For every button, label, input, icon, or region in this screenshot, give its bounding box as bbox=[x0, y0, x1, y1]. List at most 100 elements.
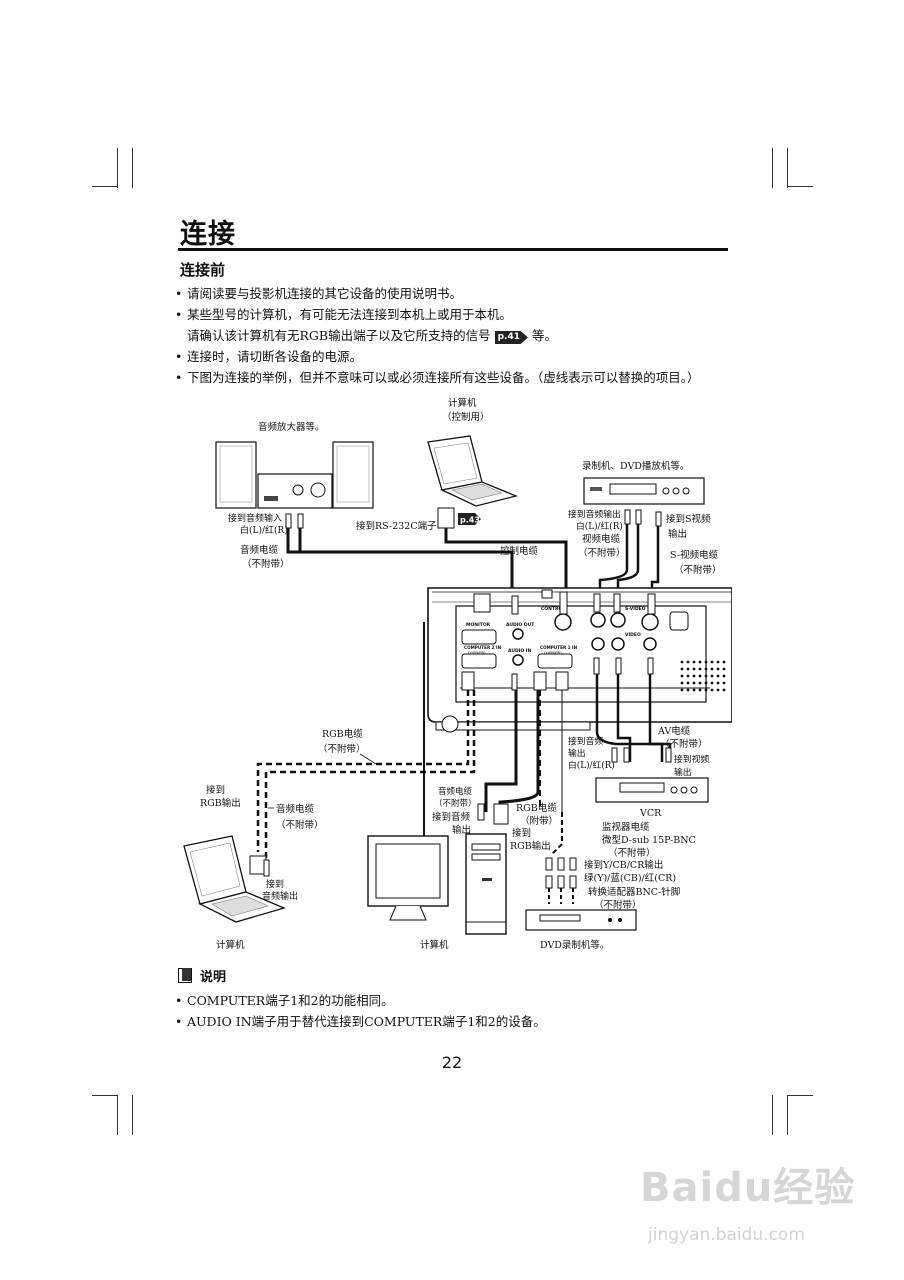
crop-mark bbox=[787, 1095, 813, 1096]
note-text: COMPUTER端子1和2的功能相同。 bbox=[187, 993, 394, 1008]
title-rule bbox=[178, 248, 728, 251]
audio-cable-label: 音频电缆 bbox=[240, 544, 279, 556]
amp-title: 音频放大器等。 bbox=[258, 421, 325, 433]
audio-cable-note: （不附带） bbox=[242, 558, 290, 570]
port-computer2: COMPUTER 2 IN bbox=[464, 645, 502, 650]
pc-audio-cable-label: 音频电缆 bbox=[438, 786, 473, 797]
desktop-pc bbox=[367, 833, 507, 935]
port-audio-out: AUDIO OUT bbox=[506, 622, 535, 628]
av-cable-label: AV电缆 bbox=[657, 725, 691, 737]
port-audio-in: AUDIO IN bbox=[508, 648, 531, 654]
laptop-label: 计算机 bbox=[216, 939, 245, 951]
ycbcr-label: 接到Y/CB/CR输出 bbox=[584, 859, 663, 871]
adapter-note: （不附带） bbox=[594, 899, 642, 911]
vcr-bottom-device bbox=[595, 777, 709, 803]
crop-mark bbox=[787, 186, 813, 187]
control-laptop bbox=[427, 435, 519, 507]
s-cable-note: （不附带） bbox=[674, 564, 722, 576]
pc-rgb-cable-note: （附带） bbox=[520, 815, 558, 827]
page-ref-43-text: p.43 bbox=[460, 516, 480, 525]
pc-to-rgb-label-2: RGB输出 bbox=[510, 840, 551, 852]
amp-in-color: 白(L)/红(R) bbox=[240, 524, 288, 536]
note-title: 说明 bbox=[200, 970, 227, 985]
bullet-text: 连接时，请切断各设备的电源。 bbox=[187, 349, 363, 364]
amp-in-label: 接到音频输入 bbox=[228, 512, 282, 524]
left-laptop bbox=[183, 835, 286, 923]
crop-mark bbox=[117, 1095, 118, 1135]
crop-mark bbox=[787, 148, 788, 188]
mon-cable-note: （不附带） bbox=[608, 847, 656, 859]
port-video: VIDEO bbox=[625, 632, 641, 638]
bullet-continuation-text: 请确认该计算机有无RGB输出端子以及它所支持的信号 bbox=[187, 328, 491, 343]
rgb-cable-label: RGB电缆 bbox=[322, 728, 363, 740]
bullet-item: •某些型号的计算机，有可能无法连接到本机上或用于本机。 bbox=[175, 304, 735, 325]
dvd-device bbox=[525, 909, 637, 931]
vcr2-audio-label: 接到音频 bbox=[568, 735, 603, 747]
note-icon bbox=[178, 968, 192, 983]
page-ref-43: p.43 bbox=[458, 513, 481, 525]
port-computer1-sub: (Y/PB/PR) bbox=[544, 650, 562, 655]
vcr-audio-color: 白(L)/红(R) bbox=[576, 520, 623, 532]
bullet-text: 下图为连接的举例，但并不意味可以或必须连接所有这些设备。（虚线表示可以替换的项目… bbox=[187, 370, 700, 385]
dvd-label: DVD录制机等。 bbox=[540, 939, 609, 951]
connection-diagram: 音频放大器等。 接到音频输入 白(L)/红(R) 音频电缆 （不附带） 计算机 … bbox=[183, 397, 732, 951]
bullet-continuation-end: 等。 bbox=[531, 328, 557, 343]
watermark-url: jingyan.baidu.com bbox=[648, 1225, 805, 1245]
note-heading: 说明 bbox=[178, 966, 226, 985]
bnc-adapter bbox=[545, 857, 577, 904]
note-text: AUDIO IN端子用于替代连接到COMPUTER端子1和2的设备。 bbox=[187, 1014, 546, 1029]
port-computer2-sub: (Y/PB/PR) bbox=[468, 650, 486, 655]
crop-mark bbox=[132, 148, 133, 188]
port-control: CONTROL bbox=[541, 606, 565, 612]
audio-cable2-note: （不附带） bbox=[276, 819, 324, 831]
rgb-cable-note: （不附带） bbox=[318, 743, 366, 755]
page-title: 连接 bbox=[180, 219, 236, 250]
vcr-title: 录制机、DVD播放机等。 bbox=[582, 460, 689, 472]
bullet-list: •请阅读要与投影机连接的其它设备的使用说明书。 •某些型号的计算机，有可能无法连… bbox=[175, 283, 735, 388]
port-computer1: COMPUTER 1 IN bbox=[540, 645, 578, 650]
page-number: 22 bbox=[441, 1053, 463, 1072]
video-cable-label: 视频电缆 bbox=[582, 533, 621, 545]
pc-audio-cable-note: （不附带） bbox=[434, 798, 477, 809]
adapter-label: 转换适配器BNC-针脚 bbox=[588, 886, 680, 898]
vcr-top-device bbox=[583, 477, 705, 505]
mon-cable-label: 监视器电缆 bbox=[602, 821, 650, 833]
to-audio-out-label: 接到 bbox=[266, 878, 284, 890]
bullet-text: 某些型号的计算机，有可能无法连接到本机上或用于本机。 bbox=[187, 307, 513, 322]
crop-mark bbox=[787, 1095, 788, 1135]
crop-mark bbox=[772, 148, 773, 188]
watermark-logo: Baidu经验 bbox=[640, 1165, 856, 1211]
note-list: •COMPUTER端子1和2的功能相同。 •AUDIO IN端子用于替代连接到C… bbox=[175, 990, 546, 1032]
section-subtitle: 连接前 bbox=[180, 261, 226, 279]
pc-to-audio-label-2: 输出 bbox=[452, 824, 471, 836]
control-pc-label: 计算机 bbox=[448, 397, 477, 409]
control-cable-label: 控制电缆 bbox=[500, 545, 539, 557]
bullet-item: •下图为连接的举例，但并不意味可以或必须连接所有这些设备。（虚线表示可以替换的项… bbox=[175, 367, 735, 388]
vent-grid bbox=[680, 660, 726, 692]
audio-cable2-label: 音频电缆 bbox=[276, 803, 315, 815]
bullet-text: 请阅读要与投影机连接的其它设备的使用说明书。 bbox=[187, 286, 463, 301]
watermark: Baidu经验 jingyan.baidu.com bbox=[640, 1145, 880, 1265]
note-item: •AUDIO IN端子用于替代连接到COMPUTER端子1和2的设备。 bbox=[175, 1011, 546, 1032]
vcr-label: VCR bbox=[639, 808, 662, 819]
crop-mark bbox=[772, 1095, 773, 1135]
s-cable-label: S-视频电缆 bbox=[670, 549, 719, 561]
av-cable-note: （不附带） bbox=[660, 738, 708, 750]
vcr-svideo-out: 接到S视频 bbox=[666, 513, 711, 525]
vcr-audio-out: 接到音频输出 bbox=[568, 508, 621, 520]
crop-mark bbox=[92, 1095, 118, 1096]
bullet-item: •连接时，请切断各设备的电源。 bbox=[175, 346, 735, 367]
amplifier-device bbox=[215, 441, 374, 509]
crop-mark bbox=[132, 1095, 133, 1135]
vcr2-video-label-2: 输出 bbox=[674, 766, 692, 778]
vcr2-video-label: 接到视频 bbox=[674, 753, 709, 765]
page-ref-badge[interactable]: p.41 bbox=[494, 331, 528, 344]
bullet-item: •请阅读要与投影机连接的其它设备的使用说明书。 bbox=[175, 283, 735, 304]
port-monitor: MONITOR bbox=[466, 622, 491, 628]
pc-rgb-cable-label: RGB电缆 bbox=[516, 802, 557, 814]
ycbcr-colors: 绿(Y)/蓝(CB)/红(CR) bbox=[584, 872, 676, 884]
port-svideo: S-VIDEO bbox=[625, 606, 646, 612]
vcr-svideo-out-2: 输出 bbox=[668, 528, 687, 540]
mon-cable-spec: 微型D-sub 15P-BNC bbox=[602, 834, 696, 846]
